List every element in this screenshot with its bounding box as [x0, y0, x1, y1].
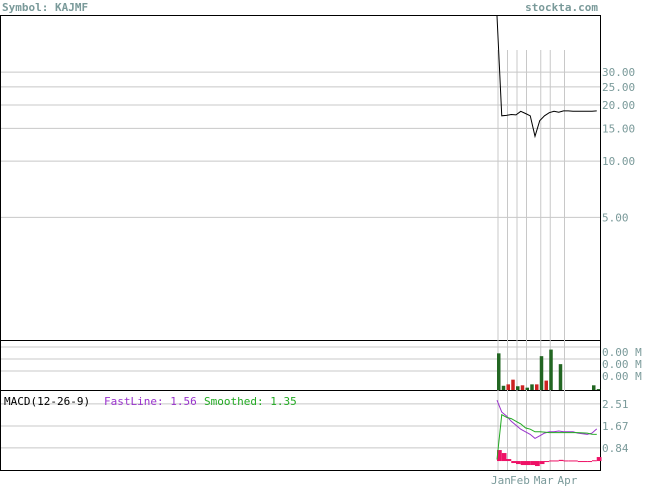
price-y-tick: 10.00: [602, 155, 635, 168]
price-y-tick: 25.00: [602, 81, 635, 94]
macd-histogram-bar: [558, 459, 564, 462]
volume-bar: [535, 384, 539, 390]
volume-y-tick: 0.00 M: [602, 346, 642, 359]
volume-bar: [511, 379, 515, 390]
macd-histogram-bar: [525, 461, 531, 466]
macd-histogram-bar: [501, 453, 507, 462]
macd-title: MACD(12-26-9): [4, 395, 90, 408]
macd-histogram-bar: [530, 461, 535, 466]
volume-bar: [544, 380, 548, 390]
volume-bar: [558, 364, 563, 390]
volume-y-tick: 0.00 M: [602, 358, 642, 371]
price-y-tick: 5.00: [602, 211, 629, 224]
volume-bar: [530, 384, 534, 390]
volume-bar: [501, 385, 506, 390]
macd-histogram-bar: [577, 461, 583, 463]
macd-histogram-bar: [520, 461, 526, 466]
macd-histogram-bar: [544, 461, 550, 463]
price-panel: [0, 15, 601, 341]
volume-bar: [539, 356, 544, 390]
macd-histogram-bar: [539, 461, 545, 465]
macd-histogram-bar: [554, 460, 559, 462]
x-tick-label: Apr: [558, 474, 578, 486]
macd-histogram-bar: [535, 461, 540, 467]
macd-histogram-bar: [587, 461, 592, 463]
symbol-label: Symbol: KAJMF: [2, 1, 88, 14]
macd-y-tick: 1.67: [602, 420, 629, 433]
macd-histogram-bar: [568, 460, 573, 462]
volume-y-tick: 0.00 M: [602, 370, 642, 383]
volume-bar: [525, 387, 529, 390]
macd-histogram-bar: [549, 460, 554, 462]
site-label: stockta.com: [525, 1, 598, 14]
macd-histogram-bar: [516, 461, 521, 465]
volume-bar: [520, 385, 525, 390]
volume-panel: [0, 340, 601, 391]
macd-histogram-bar: [563, 460, 569, 462]
macd-histogram-bar: [497, 450, 502, 462]
macd-histogram-bar: [573, 460, 578, 462]
volume-bar: [596, 389, 601, 390]
price-line: [496, 15, 597, 139]
macd-histogram-bar: [582, 461, 588, 463]
volume-bar: [497, 353, 501, 390]
x-tick-label: Feb: [510, 474, 530, 486]
macd-y-tick: 0.84: [602, 442, 629, 455]
macd-fastline-label: FastLine: 1.56: [104, 395, 197, 408]
macd-smoothed-label: Smoothed: 1.35: [204, 395, 297, 408]
volume-bar: [549, 349, 553, 390]
macd-histogram-bar: [592, 460, 597, 462]
macd-smoothed-line: [496, 413, 597, 460]
x-tick-label: Mar: [534, 474, 554, 486]
volume-bar: [592, 385, 596, 390]
volume-bar: [506, 384, 510, 390]
price-y-tick: 15.00: [602, 122, 635, 135]
macd-histogram-bar: [506, 459, 512, 462]
macd-histogram-bar: [511, 461, 516, 464]
macd-y-tick: 2.51: [602, 398, 629, 411]
macd-panel: [0, 390, 601, 471]
price-y-tick: 30.00: [602, 66, 635, 79]
volume-bar: [516, 386, 520, 390]
macd-histogram-bar: [596, 457, 602, 462]
x-tick-label: Jan: [491, 474, 511, 486]
price-y-tick: 20.00: [602, 99, 635, 112]
